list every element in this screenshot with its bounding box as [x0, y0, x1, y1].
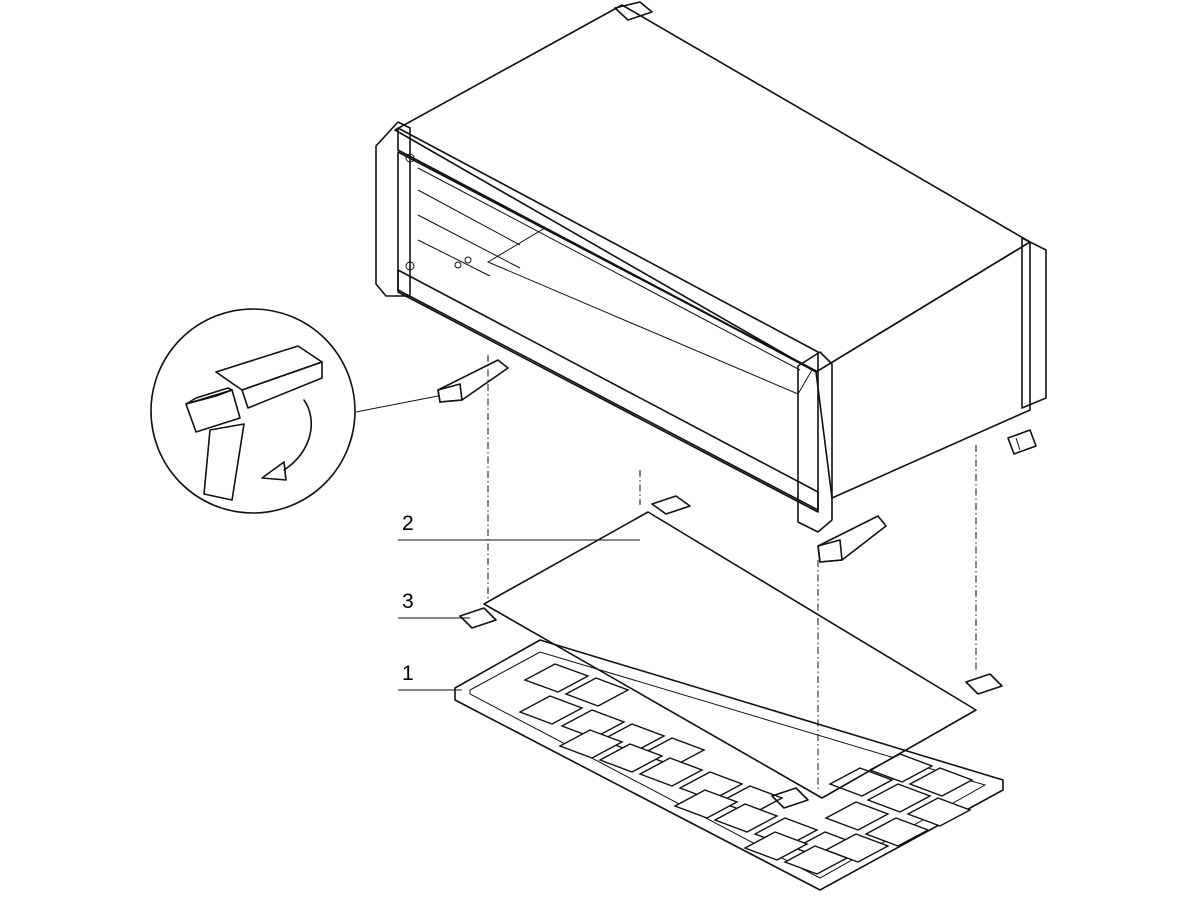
front-opening: [397, 151, 819, 511]
vent-slot-field: [486, 227, 813, 395]
front-left-post: [375, 121, 411, 297]
foot-clip-rear-right: [1007, 429, 1037, 455]
part-1-filter-frame: [454, 639, 1004, 891]
adhesive-pad: [459, 607, 497, 629]
alignment-lines: [487, 355, 977, 790]
foot-clip-front-right: [817, 515, 887, 563]
rear-right-post: [1021, 237, 1047, 409]
foot-clip-front-left: [437, 359, 509, 403]
front-top-rail: [397, 127, 819, 373]
part-3-adhesive-pads: [459, 495, 1003, 809]
adhesive-pad: [771, 787, 809, 809]
adhesive-pad: [965, 673, 1003, 695]
magnified-clip-arm: [203, 423, 245, 501]
enclosure: [375, 1, 1047, 533]
enclosure-side-panel: [815, 241, 1031, 499]
callout-3-label: 3: [402, 590, 414, 613]
callout-3: 3: [398, 590, 470, 619]
front-bottom-rail: [397, 269, 819, 513]
rotate-arrow-icon: [283, 399, 312, 471]
magnified-clip-head: [185, 389, 241, 433]
callout-2-label: 2: [402, 512, 414, 535]
front-right-post: [797, 351, 833, 533]
callout-1-label: 1: [402, 662, 414, 685]
callout-2: 2: [398, 512, 640, 541]
adhesive-pad: [651, 495, 691, 515]
part-2-filter-mat: [483, 511, 977, 799]
frame-grid: [518, 663, 974, 875]
rear-left-post: [614, 1, 653, 21]
callout-1: 1: [398, 662, 462, 691]
clip-detail-magnifier: [150, 308, 439, 514]
